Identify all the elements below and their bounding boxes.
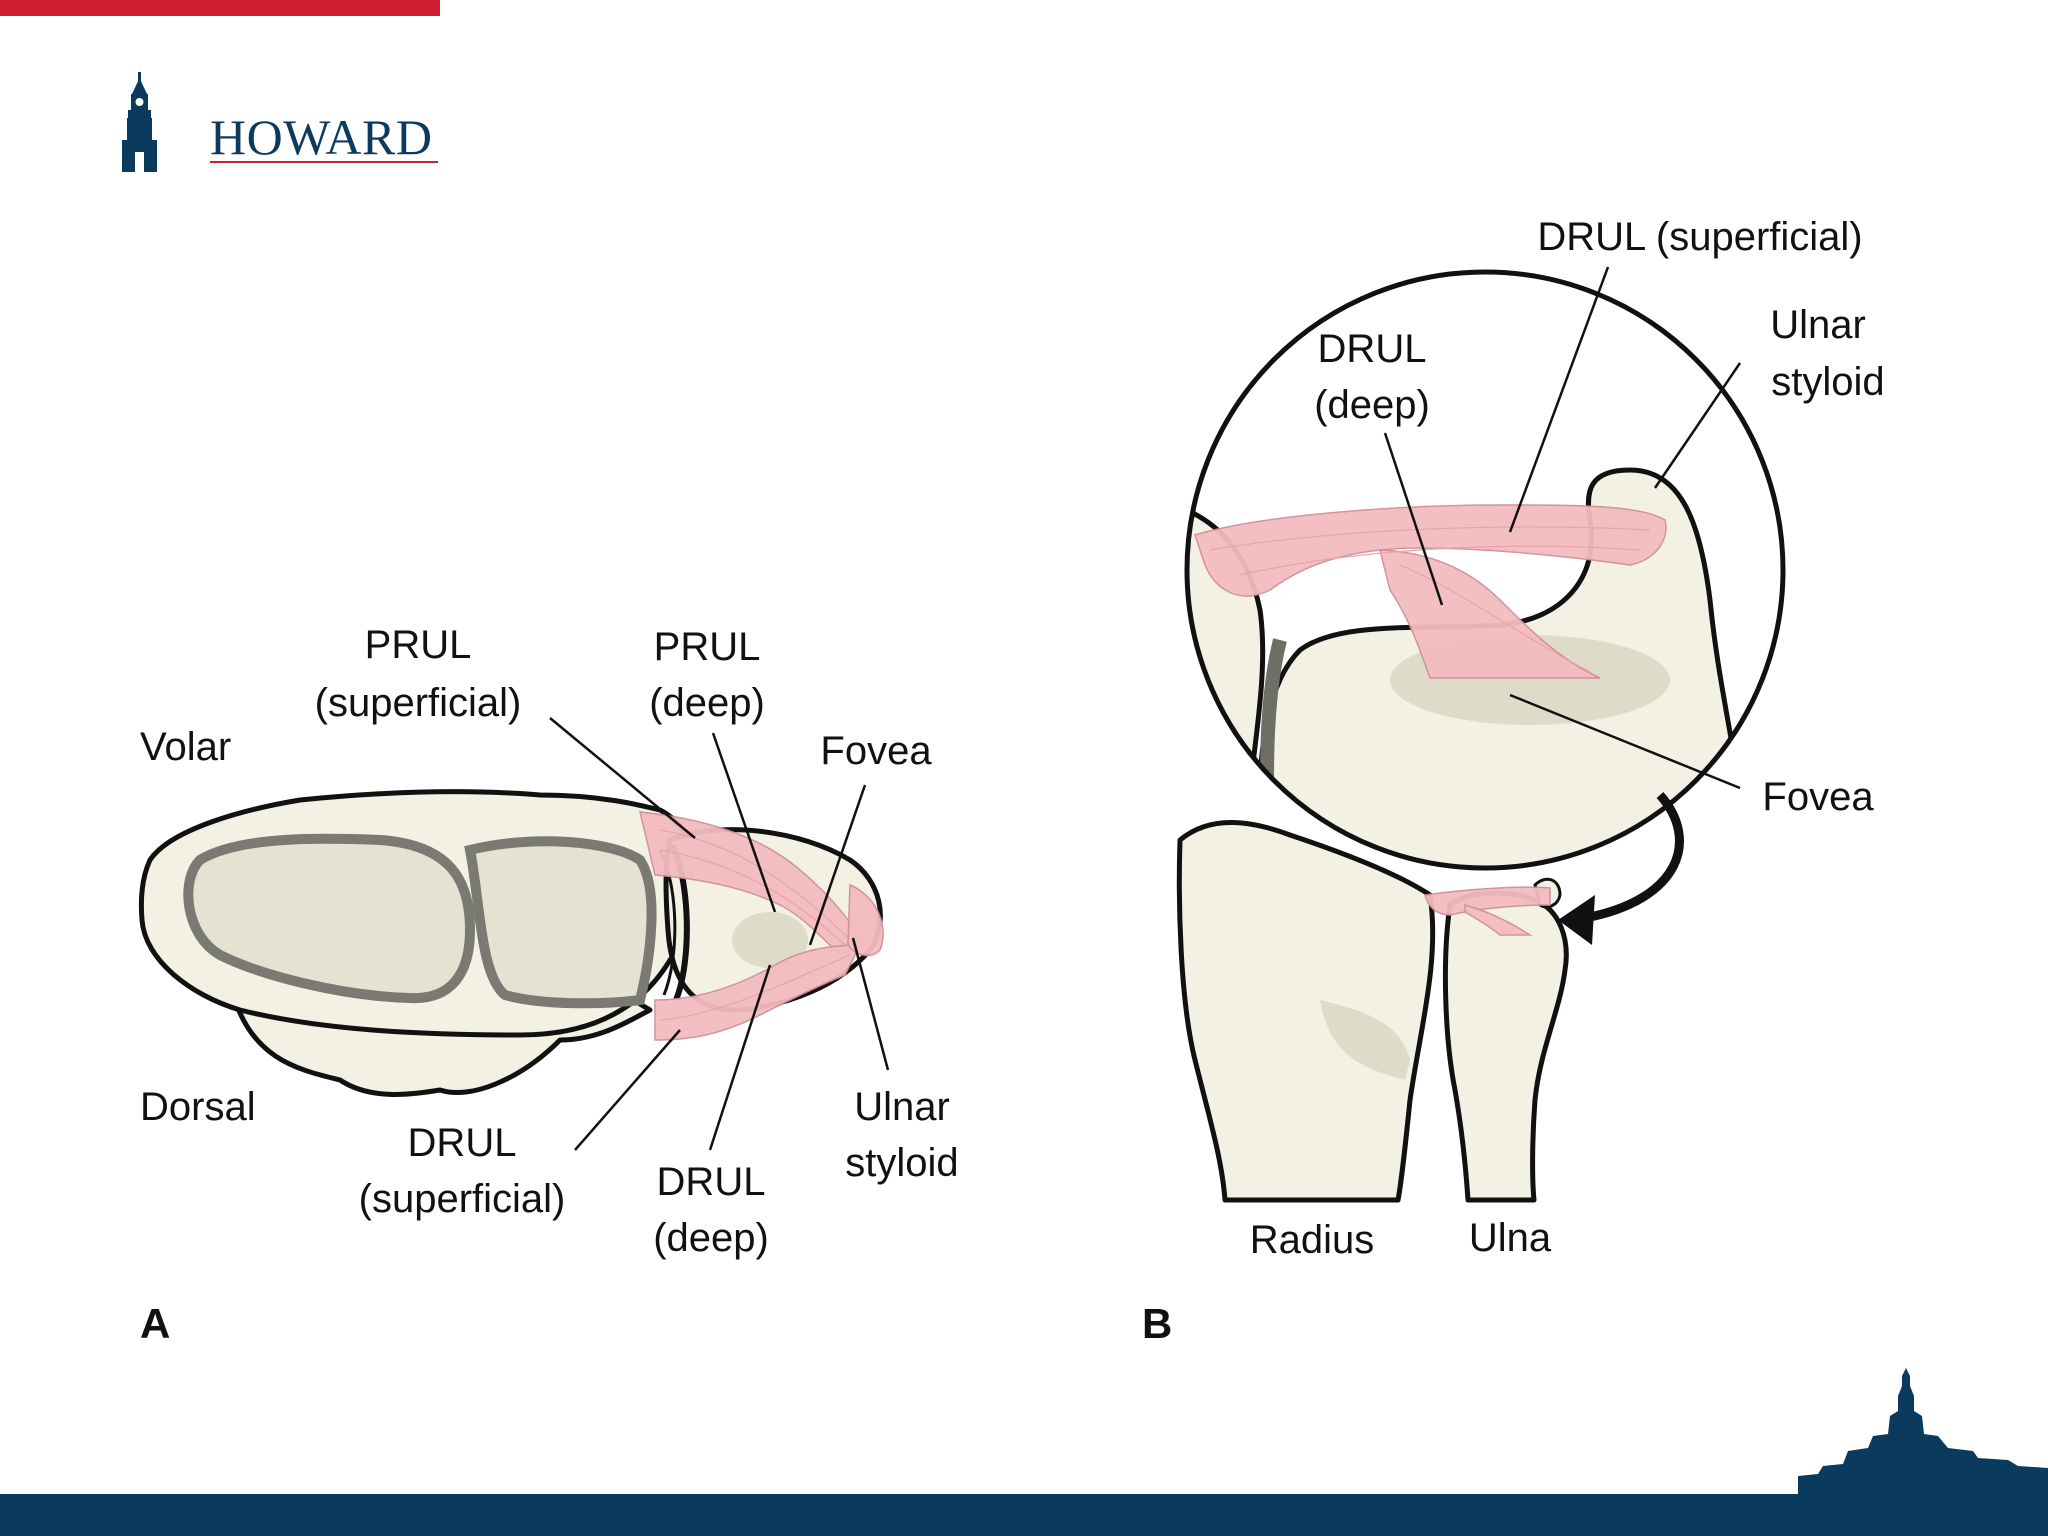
ulnar-styloid-ligament-a [847,883,884,957]
panel-label-a: A [140,1300,170,1347]
leader-ulnar-styloid-b [1653,362,1742,489]
small-drul-deep [1464,904,1533,936]
radius-inner-right [464,836,657,1009]
logo-wordmark: HOWARD [210,109,433,165]
label-drul-deep-b-2: (deep) [1314,383,1430,427]
label-dorsal: Dorsal [140,1085,256,1129]
arrow-head-icon [1558,895,1595,945]
logo-underline [210,161,438,163]
radius-shading [1320,1000,1410,1080]
label-ulna: Ulna [1469,1216,1552,1260]
panel-b-leaders [1383,266,1742,790]
leader-drul-deep [708,964,772,1151]
panel-b-magnified-view [1184,269,1786,871]
label-drul-superficial-2: (superficial) [359,1177,566,1221]
small-drul-ligament [1424,886,1551,916]
label-prul-deep-2: (deep) [649,681,765,725]
label-ulnar-styloid-a-1: Ulnar [854,1085,950,1129]
label-drul-superficial-b: DRUL (superficial) [1537,215,1862,259]
label-drul-deep-b-1: DRUL [1318,327,1427,371]
panel-b-labels: DRUL (superficial) DRUL (deep) Ulnar sty… [1142,215,1885,1347]
ulna-bone [1442,890,1569,1203]
drul-fiber-1 [659,954,851,1021]
label-fovea-b: Fovea [1762,775,1874,819]
label-ulnar-styloid-a-2: styloid [845,1141,958,1185]
magnified-drul-superficial [1194,504,1667,597]
top-accent-bar [0,0,440,16]
magnify-arrow [1584,792,1684,923]
prul-fiber-2 [659,849,846,946]
campus-skyline-icon [1798,1368,2048,1506]
panel-b-wrist [1176,820,1569,1203]
clock-tower-icon [122,72,157,172]
radius-bone [1176,820,1436,1203]
fovea-shading [732,912,808,968]
magnified-fiber-1 [1209,526,1651,551]
label-ulnar-styloid-b-2: styloid [1771,360,1884,404]
radius-inner-left [183,833,476,1004]
howard-logo [122,72,157,172]
leader-fovea-a [808,784,867,946]
prul-fiber-1 [659,829,851,941]
panel-a-labels: Volar Dorsal PRUL (superficial) PRUL (de… [140,623,959,1347]
leader-drul-superficial [574,1029,681,1151]
label-prul-superficial-2: (superficial) [315,681,522,725]
leader-ulnar-styloid-a [851,937,890,1071]
label-drul-superficial-1: DRUL [408,1121,517,1165]
panel-label-b: B [1142,1300,1172,1347]
bottom-footer-bar [0,1494,2048,1536]
drul-ligament [654,944,862,1041]
panel-a-leaders [549,717,890,1151]
label-drul-deep-1: DRUL [657,1160,766,1204]
leader-drul-deep-b [1383,432,1444,606]
label-prul-superficial-1: PRUL [365,623,472,667]
magnified-fiber-3 [1399,564,1591,673]
leader-fovea-b [1509,693,1741,790]
label-prul-deep-1: PRUL [654,625,761,669]
leader-drul-superficial-b [1508,266,1610,533]
label-drul-deep-2: (deep) [653,1216,769,1260]
leader-prul-deep [711,732,777,913]
label-volar: Volar [140,725,231,769]
label-ulnar-styloid-b-1: Ulnar [1770,303,1866,347]
label-fovea-a: Fovea [820,729,932,773]
magnifier-ring [1184,269,1786,871]
magnified-fiber-2 [1239,545,1641,576]
panel-a-illustration [138,789,884,1097]
label-radius: Radius [1250,1218,1375,1262]
leader-prul-superficial [549,717,696,839]
